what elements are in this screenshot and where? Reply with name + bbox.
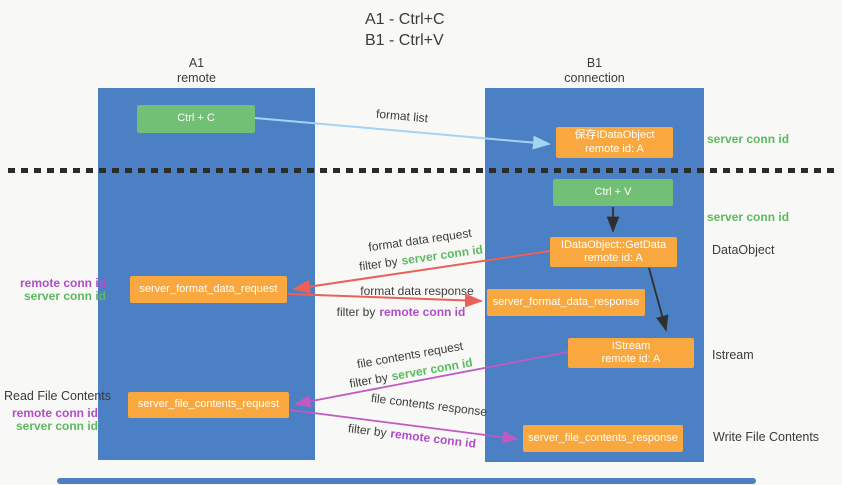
node-format-response-label: server_format_data_response	[492, 295, 640, 308]
node-ctrl-v: Ctrl + V	[553, 179, 673, 206]
horizontal-scrollbar[interactable]	[57, 478, 756, 484]
lane-left-role: remote	[177, 71, 216, 85]
lane-header-left: A1 remote	[98, 56, 295, 86]
annotation-remote-conn-id-2: remote conn id	[11, 406, 98, 420]
node-istream: IStream remote id: A	[568, 338, 694, 368]
annotation-remote-conn-id-1: remote conn id	[19, 276, 106, 290]
filter-by-text: filter by	[347, 421, 388, 440]
node-istream-line1: IStream	[611, 339, 651, 352]
annotation-conn-ids-format: remote conn id server conn id	[0, 277, 106, 303]
node-save-idataobject-line2: remote id: A	[585, 142, 644, 155]
label-file-contents-response: file contents response	[370, 390, 488, 420]
node-save-idataobject-line1: 保存IDataObject	[574, 129, 655, 141]
annotation-server-conn-id-top: server conn id	[707, 132, 790, 146]
node-server-format-data-response: server_format_data_response	[487, 289, 645, 316]
lane-right-role: connection	[564, 71, 625, 85]
node-server-format-data-request: server_format_data_request	[130, 276, 287, 303]
node-server-file-contents-response: server_file_contents_response	[523, 425, 683, 452]
filter-by-text: filter by	[348, 370, 389, 391]
lane-header-right: B1 connection	[485, 56, 704, 86]
node-ctrl-v-label: Ctrl + V	[594, 185, 632, 198]
phase-divider-dotted-line	[8, 168, 836, 173]
node-istream-line2: remote id: A	[601, 353, 661, 365]
node-save-idataobject: 保存IDataObject remote id: A	[556, 127, 673, 158]
filter-remote-conn-id: remote conn id	[389, 426, 477, 451]
node-getdata-line1: IDataObject::GetData	[560, 238, 667, 251]
label-format-data-response: format data response	[360, 284, 474, 298]
annotation-server-conn-id-2: server conn id	[15, 419, 98, 433]
node-file-response-label: server_file_contents_response	[528, 431, 678, 444]
annotation-server-conn-id-mid: server conn id	[707, 210, 790, 224]
node-idataobject-getdata: IDataObject::GetData remote id: A	[550, 237, 677, 267]
filter-by-text: filter by	[336, 305, 376, 319]
annotation-conn-ids-file: remote conn id server conn id	[0, 407, 98, 433]
node-ctrl-c-label: Ctrl + C	[177, 112, 215, 125]
lane-left-name: A1	[188, 56, 205, 70]
node-server-file-contents-request: server_file_contents_request	[128, 392, 289, 418]
node-format-request-label: server_format_data_request	[139, 282, 278, 295]
annotation-dataobject: DataObject	[712, 243, 775, 257]
label-format-list: format list	[375, 106, 429, 126]
lane-right-name: B1	[586, 56, 603, 70]
node-ctrl-c: Ctrl + C	[137, 105, 255, 133]
title-line-1: A1 - Ctrl+C	[365, 11, 445, 28]
annotation-read-file-contents: Read File Contents	[4, 389, 112, 403]
diagram-title: A1 - Ctrl+C B1 - Ctrl+V	[365, 9, 445, 51]
filter-by-text: filter by	[358, 254, 399, 274]
annotation-server-conn-id-1: server conn id	[23, 289, 106, 303]
node-file-request-label: server_file_contents_request	[137, 398, 280, 411]
annotation-istream: Istream	[712, 348, 754, 362]
annotation-write-file-contents: Write File Contents	[713, 430, 820, 444]
node-getdata-line2: remote id: A	[584, 252, 643, 264]
filter-remote-conn-id: remote conn id	[379, 305, 466, 319]
title-line-2: B1 - Ctrl+V	[365, 32, 444, 49]
